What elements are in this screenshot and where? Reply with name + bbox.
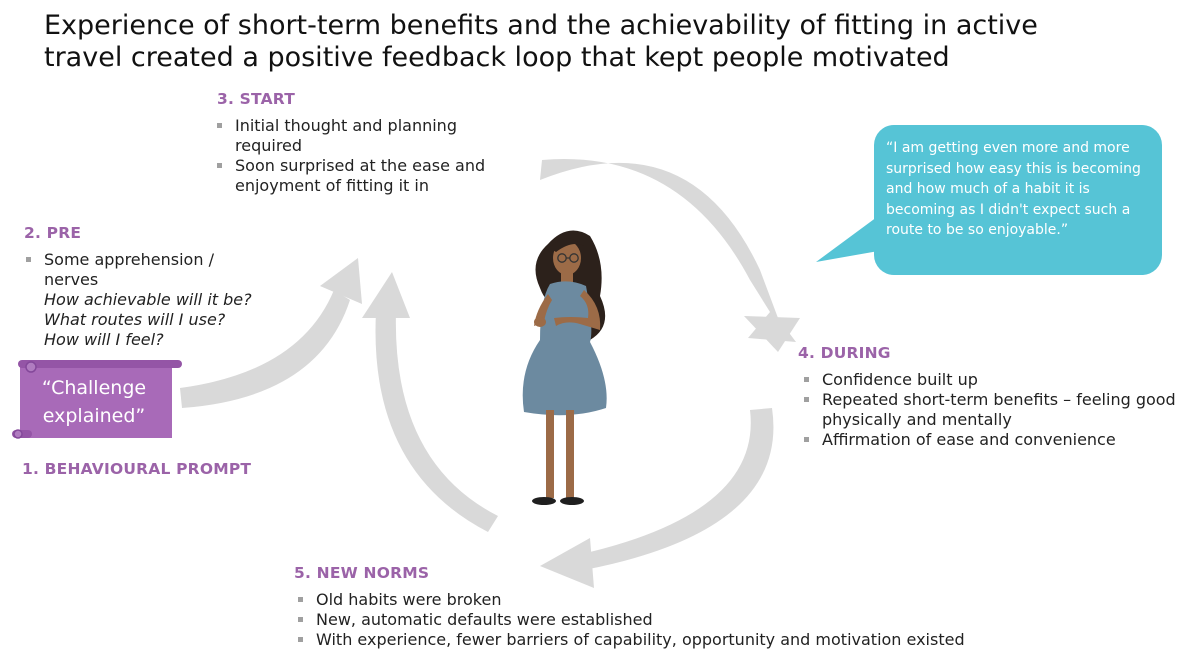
stage-pre-list: Some apprehension / nerves How achievabl… bbox=[21, 250, 321, 350]
stage-start-heading: 3. START bbox=[217, 90, 296, 108]
stage-norms-list: Old habits were broken New, automatic de… bbox=[293, 590, 1193, 650]
stage-norms-heading: 5. NEW NORMS bbox=[294, 564, 430, 582]
woman-figure-icon bbox=[522, 230, 607, 505]
list-item: Initial thought and planning required bbox=[212, 116, 505, 156]
list-item: Old habits were broken bbox=[293, 590, 1193, 610]
pre-question: How will I feel? bbox=[44, 330, 164, 349]
scroll-label: “Challenge explained” bbox=[41, 377, 147, 427]
list-item: Confidence built up bbox=[799, 370, 1189, 390]
list-item: With experience, fewer barriers of capab… bbox=[293, 630, 1193, 650]
stage-during-heading: 4. DURING bbox=[798, 344, 891, 362]
participant-quote: “I am getting even more and more surpris… bbox=[886, 140, 1141, 238]
cycle-arrows bbox=[180, 159, 800, 588]
stage-start-list: Initial thought and planning required So… bbox=[212, 116, 542, 196]
stage-pre-heading: 2. PRE bbox=[24, 224, 82, 242]
title-line-2: travel created a positive feedback loop … bbox=[44, 42, 950, 73]
stage-prompt-heading: 1. BEHAVIOURAL PROMPT bbox=[22, 460, 252, 478]
pre-question: What routes will I use? bbox=[44, 310, 226, 329]
arrow-prompt-to-pre bbox=[180, 290, 350, 408]
arrow-head-pre bbox=[320, 258, 362, 304]
list-item: Some apprehension / nerves How achievabl… bbox=[21, 250, 264, 350]
speech-bubble bbox=[874, 125, 1162, 275]
list-item: Repeated short-term benefits – feeling g… bbox=[799, 390, 1189, 430]
stage-during-list: Confidence built up Repeated short-term … bbox=[799, 370, 1189, 450]
arrow-head-start bbox=[362, 272, 410, 318]
list-item: Affirmation of ease and convenience bbox=[799, 430, 1189, 450]
arrow-norms-to-start bbox=[375, 312, 498, 532]
pre-bullet-text: Some apprehension / nerves bbox=[44, 250, 214, 289]
list-item: New, automatic defaults were established bbox=[293, 610, 1193, 630]
arrow-head-during bbox=[744, 316, 800, 352]
arrow-during-to-norms bbox=[584, 408, 774, 570]
title-line-1: Experience of short-term benefits and th… bbox=[44, 10, 1038, 41]
list-item: Soon surprised at the ease and enjoyment… bbox=[212, 156, 542, 196]
page-title: Experience of short-term benefits and th… bbox=[44, 10, 1164, 74]
scroll-icon bbox=[12, 360, 182, 439]
pre-question: How achievable will it be? bbox=[44, 290, 252, 309]
arrow-head-norms bbox=[540, 538, 594, 588]
